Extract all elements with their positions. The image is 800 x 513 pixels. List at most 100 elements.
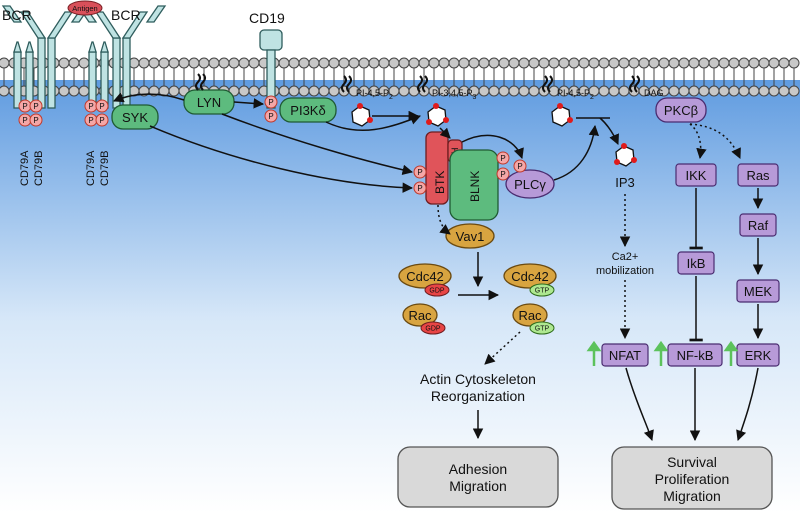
gdp-badge [420, 321, 446, 335]
lipid-head [758, 85, 770, 97]
lipid-head [658, 57, 670, 69]
lipid-head [388, 57, 400, 69]
cd19-phospho [264, 109, 278, 123]
p-label: P [268, 112, 273, 121]
blnk-phospho [496, 151, 510, 165]
lipid-head [468, 57, 480, 69]
lipid-head [648, 57, 660, 69]
lipid-head [688, 85, 700, 97]
pi3k-label: PI3Kδ [290, 103, 325, 118]
lipid-head [78, 57, 90, 69]
lipid-head [328, 57, 340, 69]
mek-label: MEK [744, 284, 773, 299]
lipid-head [298, 85, 310, 97]
lipid-head [608, 57, 620, 69]
lipid-head [278, 57, 290, 69]
raf-label: Raf [748, 218, 769, 233]
lipid-head [218, 57, 230, 69]
syk-node [111, 104, 159, 130]
lipid-head [438, 57, 450, 69]
p-label: P [500, 154, 505, 163]
survival-label-line3: Migration [663, 488, 721, 504]
lipid-head [528, 85, 540, 97]
lipid-head [288, 85, 300, 97]
bcr-label-left: BCR [2, 7, 32, 23]
gtp-badge [529, 283, 555, 297]
lipid-head [428, 57, 440, 69]
actin-label-line1: Actin Cytoskeleton [420, 371, 536, 387]
lipid-head [318, 85, 330, 97]
nfat-node [601, 343, 649, 367]
ca-label-line2: mobilization [596, 265, 654, 277]
raf-node [739, 213, 777, 237]
blnk-label: BLNK [468, 171, 482, 202]
p-label: P [99, 116, 104, 125]
lipid-head [488, 57, 500, 69]
lipid-head [698, 85, 710, 97]
gdp-label: GDP [425, 326, 441, 333]
ikk-node [675, 163, 717, 187]
lipid-head [768, 57, 780, 69]
lipid-head [728, 57, 740, 69]
pip3-label: PI-3,4,5-P3 [432, 88, 477, 101]
pip2-label-2: PI-4,5-P2 [557, 88, 594, 101]
survival-label-line1: Survival [667, 454, 717, 470]
antigen-ellipse [67, 0, 103, 16]
lipid-head [448, 57, 460, 69]
ikb-label: IkB [687, 256, 706, 271]
lipid-head [278, 85, 290, 97]
cd19-phospho [264, 95, 278, 109]
lipid-head [178, 57, 190, 69]
cd79-phospho-left [18, 99, 43, 127]
gdp-badge [424, 283, 450, 297]
lipid-head [418, 57, 430, 69]
p-label: P [33, 102, 38, 111]
lipid-head [68, 85, 80, 97]
erk-label: ERK [745, 348, 772, 363]
lipid-head [478, 57, 490, 69]
cd79b-label-right: CD79B [99, 151, 111, 186]
ras-label: Ras [746, 168, 770, 183]
lipid-head [58, 85, 70, 97]
lipid-head [548, 57, 560, 69]
lipid-head [168, 85, 180, 97]
lipid-head [618, 85, 630, 97]
adhesion-outcome-box [397, 446, 559, 508]
lipid-head [68, 57, 80, 69]
rac-gtp-node [512, 303, 548, 327]
rac-gdp-node [402, 303, 438, 327]
lipid-head [608, 85, 620, 97]
p-label: P [99, 102, 104, 111]
nfkb-label: NF-kB [677, 348, 714, 363]
bcr-receptor-right [76, 5, 167, 109]
lipid-head [408, 57, 420, 69]
syk-label: SYK [122, 110, 148, 125]
p-label: P [268, 98, 273, 107]
lipid-head [718, 57, 730, 69]
lipid-head [708, 85, 720, 97]
lipid-head [528, 57, 540, 69]
blnk-node [449, 149, 499, 221]
adhesion-label-line2: Migration [449, 478, 507, 494]
survival-outcome-box [611, 446, 773, 510]
lipid-head [728, 85, 740, 97]
nfkb-node [667, 343, 723, 367]
lipid-head [78, 85, 90, 97]
lipid-head [248, 85, 260, 97]
cdc42-label: Cdc42 [406, 269, 444, 284]
cytoplasm-background [0, 80, 800, 513]
lipid-head [598, 57, 610, 69]
phosphate-dots [357, 103, 637, 165]
pkcb-label: PKCβ [664, 103, 698, 118]
cdc42-gtp-node [503, 263, 557, 289]
ip3-label: IP3 [615, 175, 635, 190]
lipid-anchors [195, 73, 640, 93]
cdc42-label: Cdc42 [511, 269, 549, 284]
lipid-head [188, 57, 200, 69]
lipid-head [778, 85, 790, 97]
lipid-head [668, 57, 680, 69]
lipid-head [598, 85, 610, 97]
lipid-head [228, 57, 240, 69]
cd19-label: CD19 [249, 10, 285, 26]
lipid-head [478, 85, 490, 97]
